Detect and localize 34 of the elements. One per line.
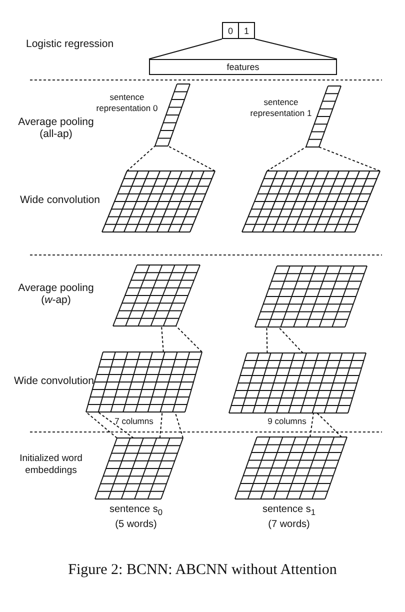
dashed-connector	[174, 412, 184, 438]
node-caption: sentence s$_{0}$	[108, 505, 164, 518]
node-caption: 7 columns	[114, 416, 154, 426]
output-cell: 1	[238, 22, 255, 39]
dashed-connector	[310, 412, 314, 438]
layer-label: Initialized word embeddings	[18, 453, 84, 477]
connector-line	[148, 38, 222, 60]
node-caption: sentence representation 1	[249, 97, 313, 118]
layer-label: Wide convolution	[20, 194, 101, 206]
node-caption: 9 columns	[266, 416, 308, 426]
dashed-connector	[318, 146, 380, 172]
node-caption: (5 words)	[114, 520, 158, 530]
dashed-connector	[159, 412, 163, 438]
dashed-connector	[126, 146, 156, 172]
dashed-connector	[266, 326, 268, 354]
layer-label: Logistic regression	[26, 38, 115, 50]
node-caption: sentence representation 0	[95, 92, 159, 113]
node-caption: (7 words)	[267, 520, 311, 530]
layer-label: Average pooling (w-ap)	[17, 282, 95, 306]
dashed-connector	[316, 412, 342, 438]
dashed-connector	[86, 412, 118, 438]
output-cell: 0	[222, 22, 239, 39]
dashed-connector	[266, 146, 306, 172]
dashed-connector	[168, 146, 216, 172]
connector-line	[254, 38, 338, 60]
dashed-connector	[278, 326, 304, 354]
layer-label: Wide convolution	[14, 375, 95, 387]
dashed-connector	[161, 326, 164, 352]
figure-caption: Figure 2: BCNN: ABCNN without Attention	[67, 562, 338, 579]
feature-box: features	[149, 59, 337, 75]
dashed-connector	[97, 412, 134, 438]
node-caption: sentence s$_{1}$	[261, 505, 316, 518]
layer-label: Average pooling (all-ap)	[17, 116, 95, 140]
dashed-connector	[176, 326, 202, 352]
